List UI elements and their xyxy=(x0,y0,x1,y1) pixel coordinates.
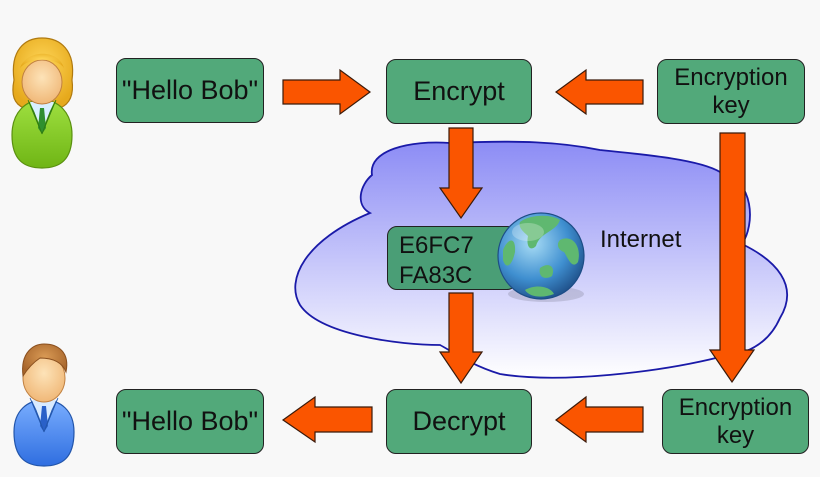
plaintext-label-top: "Hello Bob" xyxy=(121,74,259,105)
plaintext-label-bottom: "Hello Bob" xyxy=(121,405,259,436)
key-label-bottom-line2: key xyxy=(716,421,755,449)
arrow-decrypt-to-plaintext xyxy=(281,395,373,444)
arrow-ciphertext-to-decrypt xyxy=(438,292,484,385)
arrow-key-to-decrypt xyxy=(554,395,644,444)
arrow-encrypt-to-ciphertext xyxy=(438,127,484,220)
plaintext-box-bottom: "Hello Bob" xyxy=(116,389,264,454)
arrow-plaintext-to-encrypt xyxy=(282,68,372,116)
plaintext-box-top: "Hello Bob" xyxy=(116,58,264,123)
arrow-key-to-key xyxy=(708,132,756,384)
encrypt-label: Encrypt xyxy=(413,75,505,106)
encryption-key-box-bottom: Encryption key xyxy=(662,389,809,454)
encrypt-box: Encrypt xyxy=(386,59,532,124)
key-label-line2: key xyxy=(712,91,750,119)
female-user-icon xyxy=(11,37,74,169)
internet-cloud xyxy=(294,140,788,379)
encryption-key-box-top: Encryption key xyxy=(657,59,805,124)
ciphertext-line1: E6FC7 xyxy=(399,232,474,259)
ciphertext-box: E6FC7 FA83C xyxy=(387,226,517,290)
key-label-line1: Encryption xyxy=(674,63,788,91)
decrypt-label: Decrypt xyxy=(412,405,506,436)
key-label-bottom-line1: Encryption xyxy=(678,393,793,421)
internet-label: Internet xyxy=(600,226,682,253)
ciphertext-line2: FA83C xyxy=(399,262,473,289)
arrow-key-to-encrypt xyxy=(554,68,644,116)
decrypt-box: Decrypt xyxy=(386,389,532,454)
male-user-icon xyxy=(13,343,75,467)
